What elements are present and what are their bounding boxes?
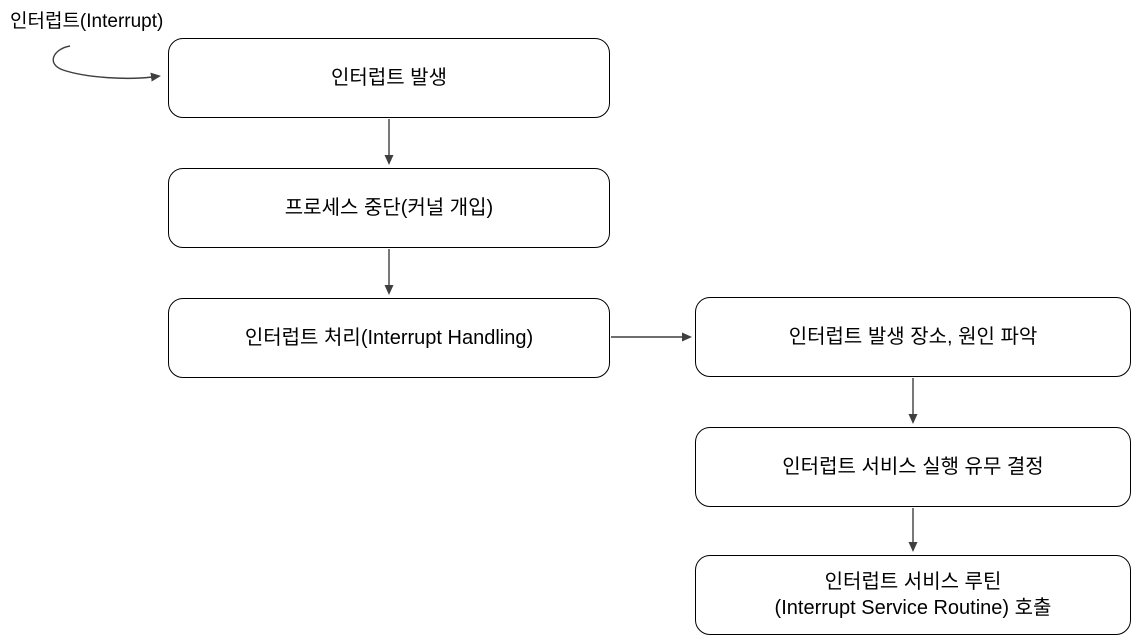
flow-box-interrupt-handling-text: 인터럽트 처리(Interrupt Handling) [244, 327, 534, 349]
flow-box-identify-cause: 인터럽트 발생 장소, 원인 파악 [695, 297, 1131, 377]
flow-box-decide-service: 인터럽트 서비스 실행 유무 결정 [695, 427, 1131, 507]
flow-box-identify-cause-text: 인터럽트 발생 장소, 원인 파악 [788, 326, 1038, 348]
flow-box-interrupt-occurrence: 인터럽트 발생 [168, 38, 610, 118]
edge-label-to-occurrence [52, 45, 161, 82]
flow-box-process-suspend-text: 프로세스 중단(커널 개입) [284, 197, 494, 219]
flow-box-interrupt-occurrence-text: 인터럽트 발생 [331, 67, 447, 89]
flow-box-isr-call: 인터럽트 서비스 루틴 (Interrupt Service Routine) … [695, 555, 1131, 635]
flow-box-decide-service-text: 인터럽트 서비스 실행 유무 결정 [782, 456, 1044, 478]
flow-box-isr-call-line2: (Interrupt Service Routine) 호출 [774, 597, 1052, 619]
interrupt-label: 인터럽트(Interrupt) [10, 11, 164, 32]
flow-box-isr-call-line1: 인터럽트 서비스 루틴 [824, 571, 1002, 593]
flow-box-interrupt-handling: 인터럽트 처리(Interrupt Handling) [168, 298, 610, 378]
flow-box-process-suspend: 프로세스 중단(커널 개입) [168, 168, 610, 248]
